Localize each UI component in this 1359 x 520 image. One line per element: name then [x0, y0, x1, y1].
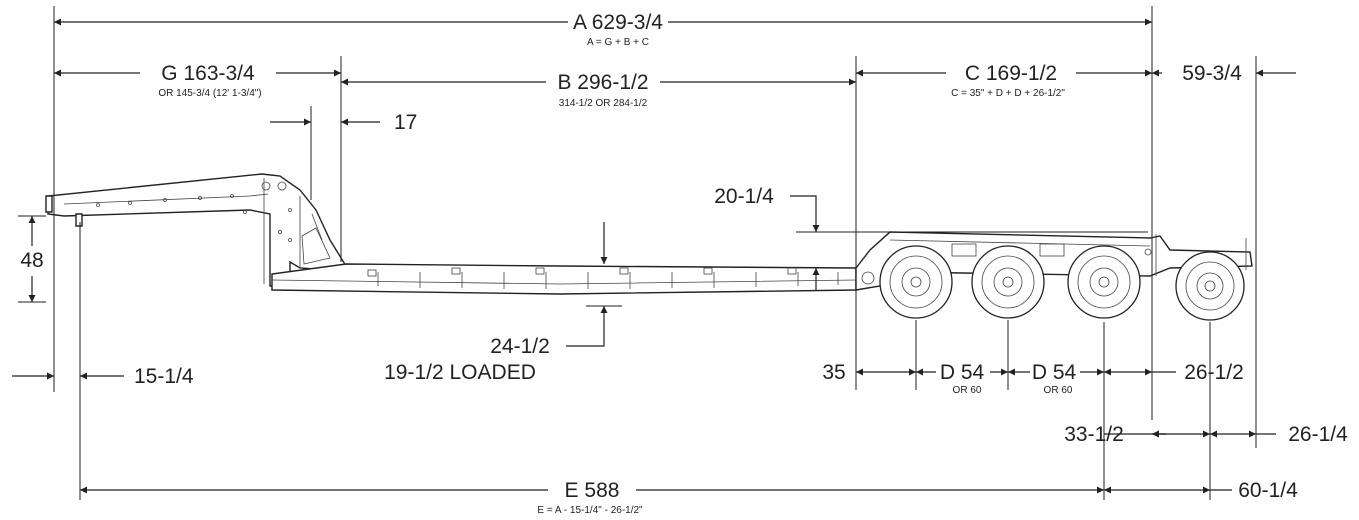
dim-axle-front: 35: [822, 361, 845, 384]
axle-wheel-3: [1067, 245, 1141, 319]
axle-wheel-1: [879, 245, 953, 319]
dim-a-note: A = G + B + C: [587, 37, 649, 48]
trailer-outline: [45, 173, 1253, 321]
dim-a-label: A 629-3/4: [573, 11, 663, 34]
dim-rear-overhang: 59-3/4: [1182, 62, 1242, 85]
dim-e-note: E = A - 15-1/4" - 26-1/2": [537, 505, 643, 516]
dim-g-label: G 163-3/4: [161, 62, 255, 85]
dim-g-note: OR 145-3/4 (12' 1-3/4"): [158, 88, 261, 99]
dim-flip-rear: 26-1/4: [1288, 423, 1348, 446]
dim-c-note: C = 35" + D + D + 26-1/2": [951, 88, 1065, 99]
dim-b-note: 314-1/2 OR 284-1/2: [559, 98, 648, 109]
axle-wheel-flip: [1175, 251, 1245, 321]
dim-deck-height: 24-1/2: [490, 335, 550, 358]
dim-deck-height-loaded: 19-1/2 LOADED: [384, 361, 536, 384]
dim-flip-span: 60-1/4: [1238, 479, 1298, 502]
dim-c-label: C 169-1/2: [965, 62, 1057, 85]
dim-e-label: E 588: [565, 479, 620, 502]
dim-d1-note: OR 60: [953, 385, 982, 396]
dim-d1-label: D 54: [940, 361, 985, 384]
dim-axle-rear: 26-1/2: [1184, 361, 1244, 384]
dim-deck-rise: 20-1/4: [714, 185, 774, 208]
dim-d2-note: OR 60: [1044, 385, 1073, 396]
dim-d2-label: D 54: [1032, 361, 1077, 384]
dim-b-label: B 296-1/2: [557, 71, 648, 94]
dim-hitch-height: 48: [20, 249, 43, 272]
dimension-lines: [12, 18, 1296, 494]
dim-front-offset: 15-1/4: [134, 365, 194, 388]
dim-flip-axle: 33-1/2: [1064, 423, 1124, 446]
axle-wheel-2: [971, 245, 1045, 319]
dimension-labels: A 629-3/4 A = G + B + C G 163-3/4 OR 145…: [20, 11, 1348, 516]
dim-gooseneck-offset: 17: [394, 111, 417, 134]
